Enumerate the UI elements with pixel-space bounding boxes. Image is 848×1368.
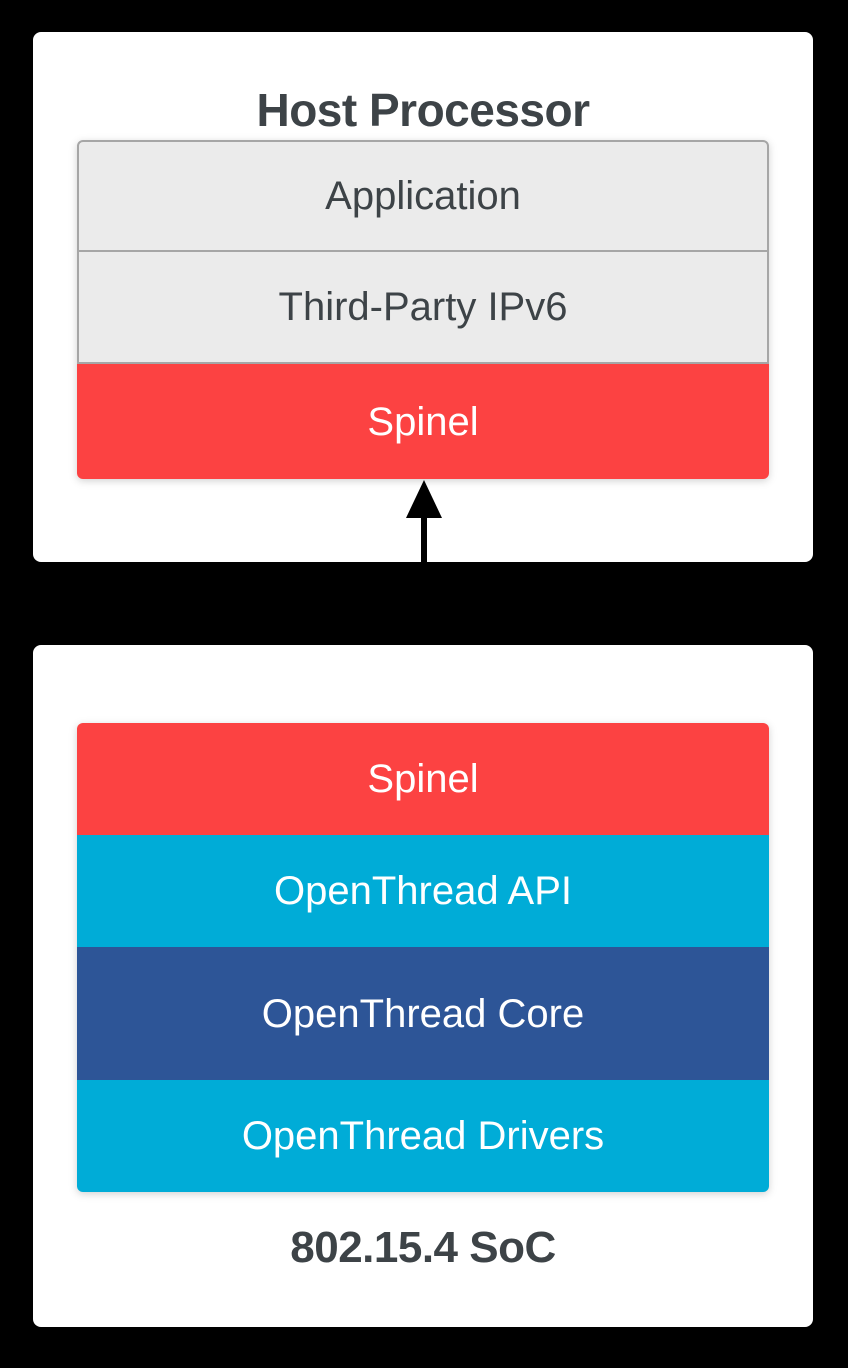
soc-card: Spinel OpenThread API OpenThread Core Op…	[33, 645, 813, 1327]
layer-openthread-core-label: OpenThread Core	[261, 991, 585, 1036]
host-processor-title: Host Processor	[256, 84, 590, 136]
soc-layer-stack: Spinel OpenThread API OpenThread Core Op…	[77, 723, 769, 1192]
layer-openthread-core: OpenThread Core	[77, 947, 769, 1080]
layer-openthread-api-label: OpenThread API	[274, 869, 572, 913]
layer-host-spinel: Spinel	[77, 364, 769, 479]
layer-openthread-drivers-label: OpenThread Drivers	[241, 1114, 605, 1158]
layer-third-party-ipv6: Third-Party IPv6	[77, 252, 769, 364]
layer-soc-spinel-label: Spinel	[367, 757, 479, 801]
layer-openthread-api: OpenThread API	[77, 835, 769, 947]
layer-application: Application	[77, 140, 769, 252]
layer-soc-spinel: Spinel	[77, 723, 769, 835]
host-processor-card: Host Processor Application Third-Party I…	[33, 32, 813, 562]
soc-title: 802.15.4 SoC	[290, 1223, 556, 1272]
layer-third-party-ipv6-label: Third-Party IPv6	[278, 285, 568, 329]
layer-openthread-drivers: OpenThread Drivers	[77, 1080, 769, 1192]
host-processor-layer-stack: Application Third-Party IPv6 Spinel	[77, 140, 769, 479]
layer-host-spinel-label: Spinel	[367, 399, 479, 444]
layer-application-label: Application	[325, 174, 521, 218]
